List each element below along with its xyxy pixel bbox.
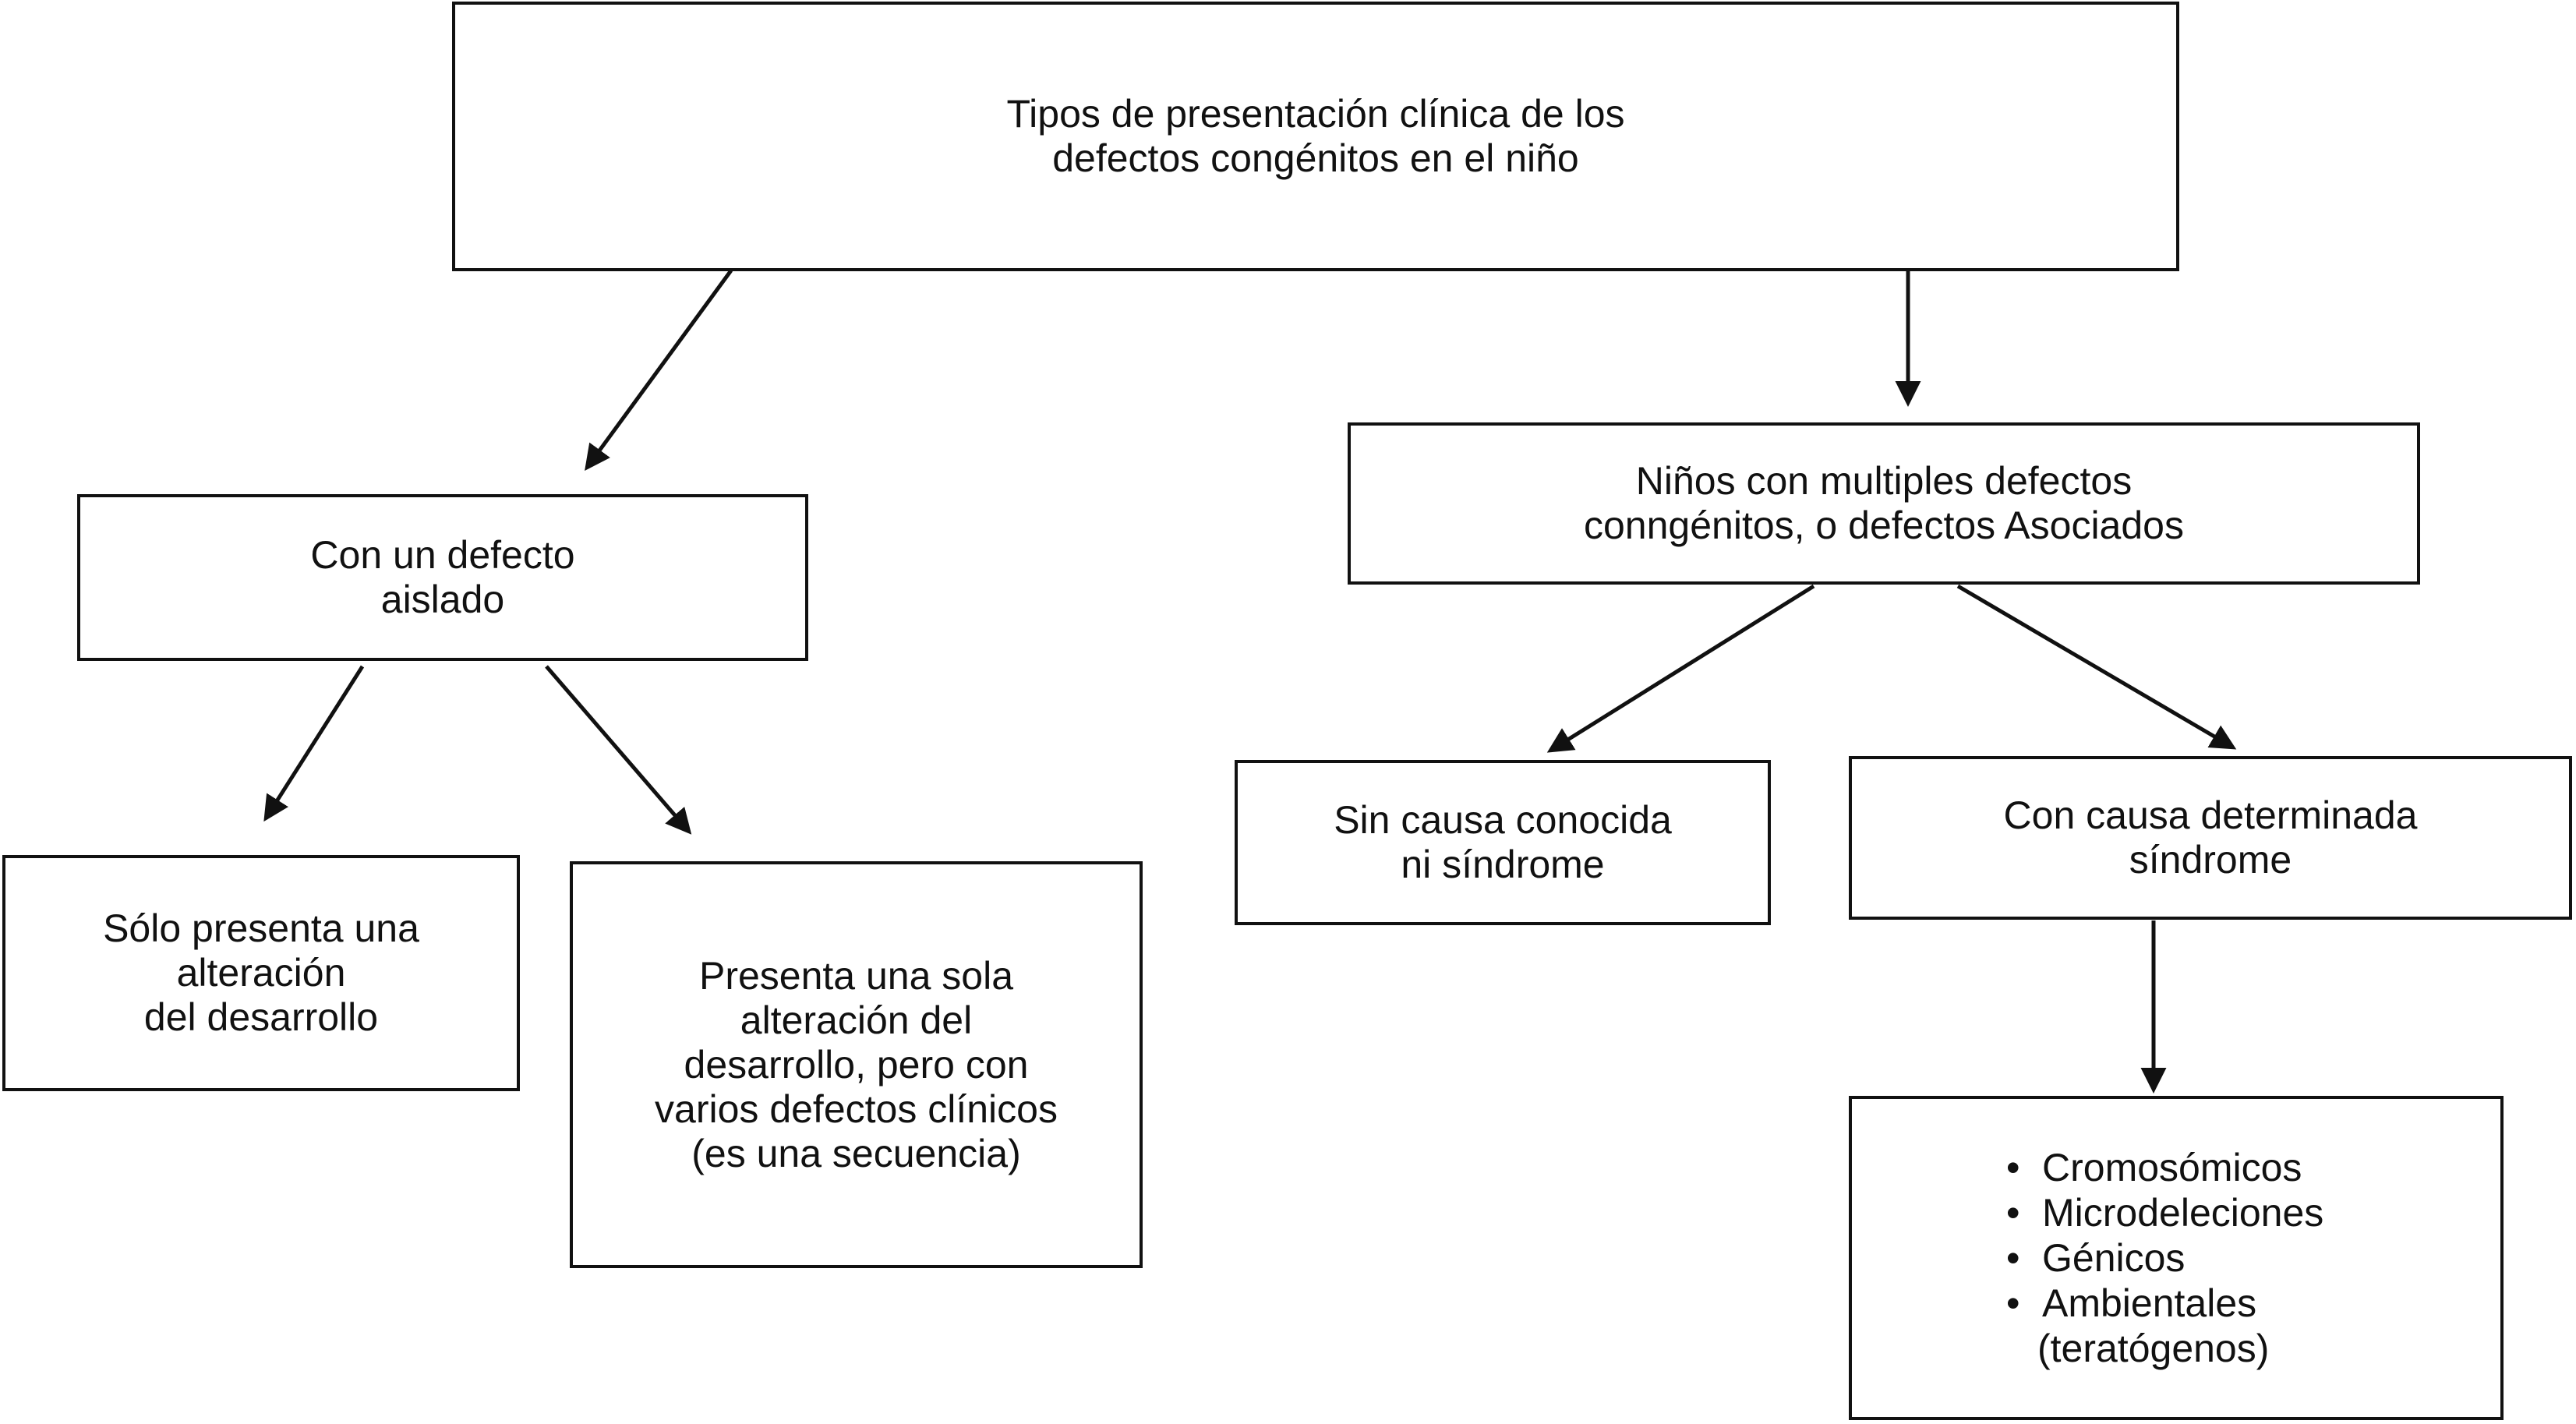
node-isolated-defect: Con un defecto aislado — [77, 494, 808, 661]
node-no-cause-text: Sin causa conocida ni síndrome — [1334, 798, 1672, 886]
list-item: • Cromosómicos — [2006, 1145, 2323, 1190]
node-multiple-defects: Niños con multiples defectos conngénitos… — [1348, 422, 2420, 585]
node-no-known-cause: Sin causa conocida ni síndrome — [1235, 760, 1771, 925]
node-root-title: Tipos de presentación clínica de los def… — [452, 2, 2179, 271]
arrow-root-to-isolated — [585, 269, 733, 471]
cause-item-label: Microdeleciones — [2042, 1191, 2324, 1235]
arrow-isolated-to-solo — [263, 665, 365, 822]
node-known-cause-text: Con causa determinada síndrome — [2003, 793, 2418, 882]
node-known-cause-syndrome: Con causa determinada síndrome — [1849, 756, 2572, 920]
node-cause-list: • Cromosómicos • Microdeleciones • Génic… — [1849, 1096, 2504, 1420]
bullet-icon: • — [2006, 1281, 2020, 1325]
node-multiple-text: Niños con multiples defectos conngénitos… — [1584, 459, 2184, 547]
node-solo-text: Sólo presenta una alteración del desarro… — [103, 906, 419, 1039]
node-sequence: Presenta una sola alteración del desarro… — [570, 861, 1143, 1268]
node-root-text: Tipos de presentación clínica de los def… — [1006, 92, 1625, 180]
list-item: • Ambientales — [2006, 1281, 2323, 1326]
node-single-alteration: Sólo presenta una alteración del desarro… — [2, 855, 520, 1091]
cause-item-continuation: (teratógenos) — [2037, 1327, 2270, 1370]
arrow-multiple-to-known-cause — [1956, 584, 2237, 750]
cause-item-label: Ambientales — [2042, 1281, 2257, 1325]
bullet-icon: • — [2006, 1236, 2020, 1280]
list-item: • Génicos — [2006, 1235, 2323, 1281]
list-item: • Microdeleciones — [2006, 1190, 2323, 1235]
node-sequence-text: Presenta una sola alteración del desarro… — [655, 953, 1058, 1175]
arrow-isolated-to-sequence — [545, 665, 692, 835]
cause-list: • Cromosómicos • Microdeleciones • Génic… — [1852, 1145, 2323, 1371]
bullet-icon: • — [2006, 1146, 2020, 1189]
cause-item-label: Cromosómicos — [2042, 1146, 2302, 1189]
node-isolated-text: Con un defecto aislado — [310, 533, 575, 621]
bullet-icon: • — [2006, 1191, 2020, 1235]
cause-item-label: Génicos — [2042, 1236, 2186, 1280]
arrow-multiple-to-no-cause — [1546, 584, 1815, 753]
